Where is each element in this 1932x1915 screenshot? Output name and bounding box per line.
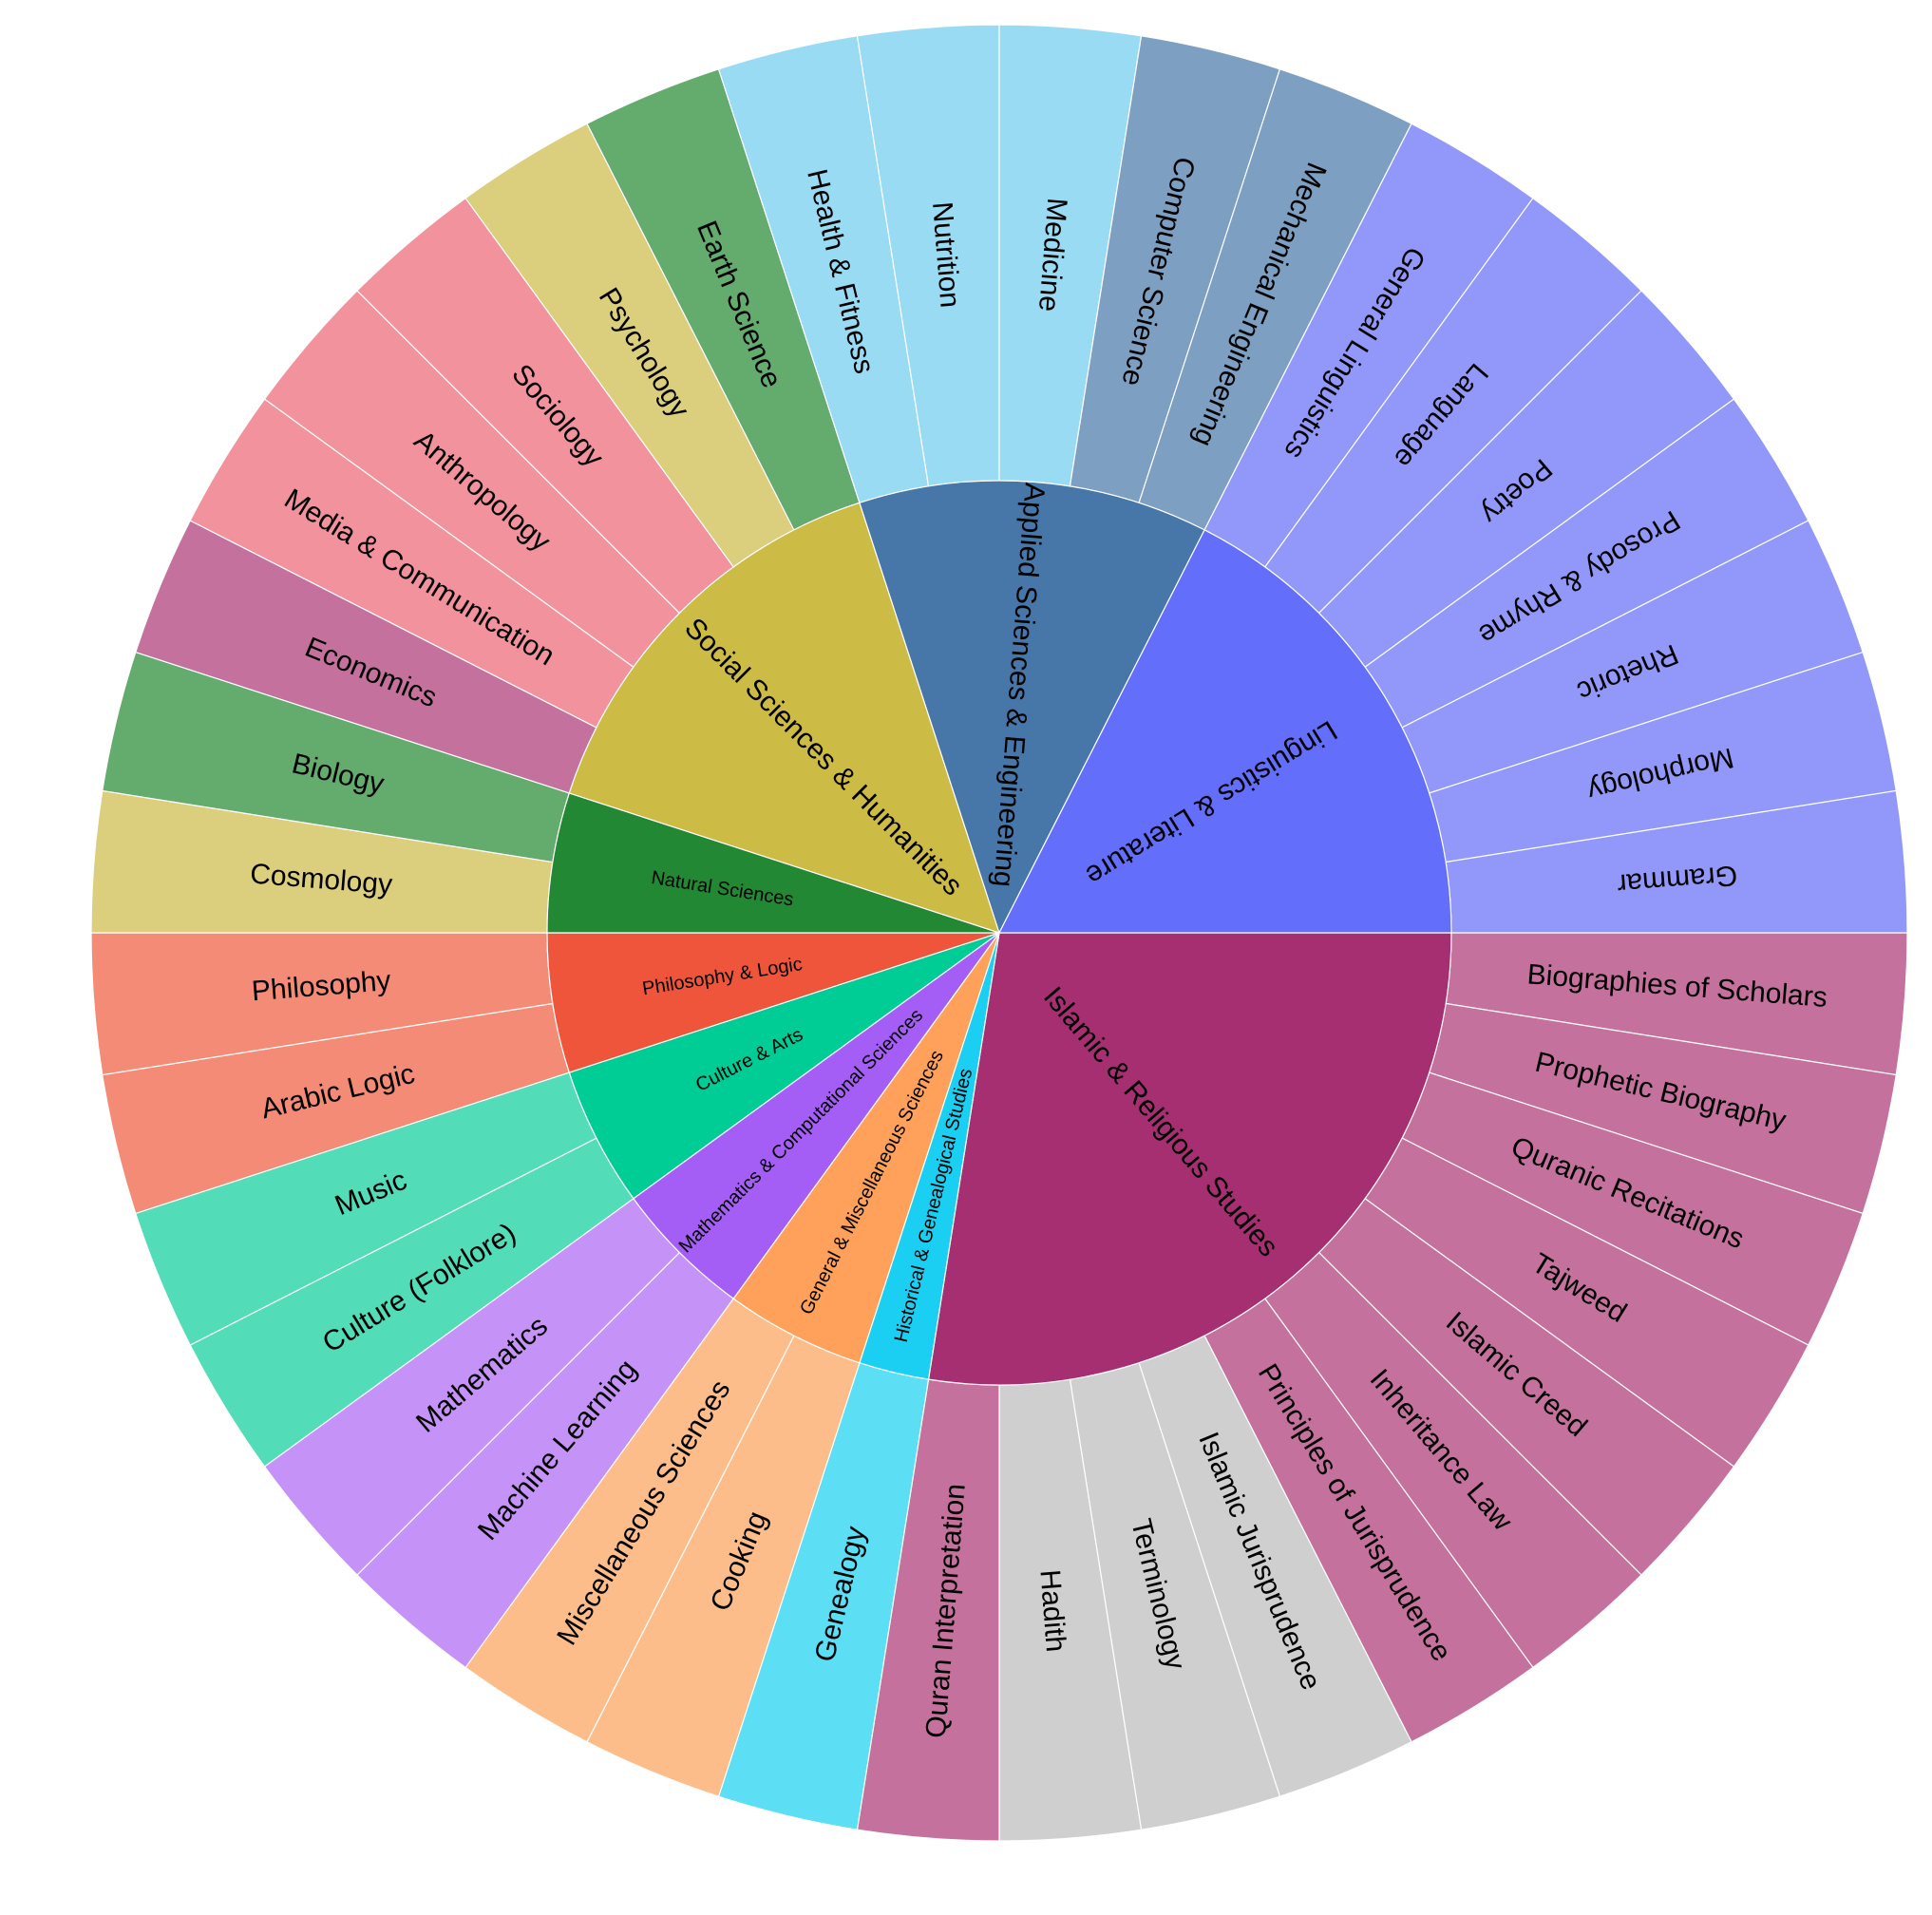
category-slice-natural-sciences[interactable] <box>546 792 1000 934</box>
category-slice-mathematics-and-computational-sciences[interactable] <box>633 932 1000 1299</box>
inner-ring <box>546 480 1452 1386</box>
category-slice-social-sciences-and-humanities[interactable] <box>568 502 1000 934</box>
category-slice-applied-sciences-and-engineering[interactable] <box>859 480 1205 935</box>
category-slice-linguistics-and-literature[interactable] <box>998 529 1452 934</box>
category-slice-culture-and-arts[interactable] <box>568 932 1000 1200</box>
outer-ring <box>90 24 1908 1842</box>
category-slice-philosophy-and-logic[interactable] <box>546 932 1000 1073</box>
subcategory-label-hadith: Hadith <box>1033 1568 1071 1653</box>
category-slice-general-and-miscellaneous-sciences[interactable] <box>732 932 1000 1364</box>
category-slice-islamic-and-religious-studies[interactable] <box>927 932 1452 1386</box>
